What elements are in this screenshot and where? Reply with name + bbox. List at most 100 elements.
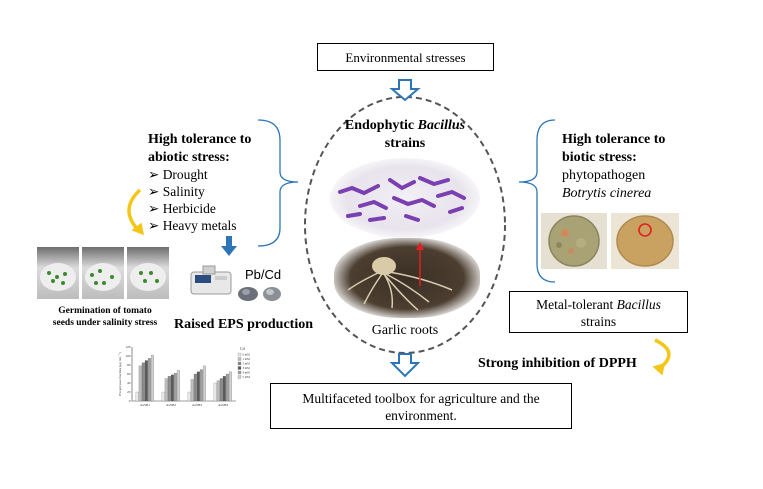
biotic-heading-line1: High tolerance to <box>562 132 666 147</box>
chart-bar <box>161 391 165 402</box>
germination-photo-2 <box>82 247 124 299</box>
center-title-line2: strains <box>384 136 426 151</box>
chart-bar <box>170 374 174 402</box>
chart-legend-swatch <box>237 370 242 375</box>
down-arrow-bottom <box>389 353 421 378</box>
germination-caption-line1: Germination of tomato <box>58 306 152 316</box>
chart-bar <box>173 373 177 402</box>
chart-legend-label: 1 mM <box>243 357 251 361</box>
chart-bar <box>187 391 191 402</box>
center-title: Endophytic Bacillus strains <box>330 117 480 153</box>
chart-bar <box>222 376 226 402</box>
center-dashed-ellipse <box>304 96 506 354</box>
biotic-line-phytopathogen: phytopathogen <box>562 168 646 183</box>
spectrophotometer-image <box>189 262 233 298</box>
environmental-stresses-label: Environmental stresses <box>345 50 466 65</box>
right-brace <box>518 119 556 283</box>
chart-bar <box>202 365 206 402</box>
chart-legend-swatch <box>237 352 242 357</box>
chart-bar <box>176 370 180 402</box>
environmental-stresses-box: Environmental stresses <box>317 43 494 71</box>
chart-ytick-label: 0 <box>129 399 131 403</box>
chart-legend-swatch <box>237 366 242 370</box>
bottom-box-line2: environment. <box>385 408 457 423</box>
chart-bar <box>196 371 200 402</box>
chart-ytick-label: 100 <box>125 354 131 358</box>
chart-ytick-label: 20 <box>127 390 131 394</box>
biotic-line-botrytis: Botrytis cinerea <box>562 185 665 203</box>
chart-legend-swatch <box>237 375 242 379</box>
biotic-heading-line2: biotic stress: <box>562 150 637 165</box>
chart-bar <box>228 371 232 402</box>
abiotic-heading: High tolerance to abiotic stress: <box>148 131 251 167</box>
chart-bar <box>144 360 148 402</box>
garlic-roots-caption: Garlic roots <box>371 323 439 338</box>
chart-bar <box>219 378 223 402</box>
abiotic-item-heavy-metals: Heavy metals <box>148 217 237 234</box>
metal-box-line2: strains <box>580 314 617 329</box>
chart-bar <box>199 369 203 402</box>
metal-box-prefix: Metal-tolerant <box>536 297 617 312</box>
abiotic-heading-line1: High tolerance to <box>148 132 252 147</box>
chart-legend-label: 5 mM <box>243 375 251 379</box>
botrytis-italic: Botrytis cinerea <box>562 186 652 201</box>
germination-photo-3 <box>127 247 169 299</box>
chart-bar <box>167 376 171 402</box>
eps-label: Raised EPS production <box>174 317 313 332</box>
chart-ytick-label: 120 <box>125 345 131 349</box>
chart-bar <box>190 379 194 402</box>
chart-bar <box>225 373 229 402</box>
center-title-italic: Bacillus <box>417 118 466 133</box>
chart-category-label: AaSB3 <box>192 403 202 407</box>
petri-dish-photo-1 <box>541 213 607 269</box>
dpph-label: Strong inhibition of DPPH <box>478 356 637 371</box>
chart-bar <box>147 358 151 402</box>
chart-ytick-label: 40 <box>127 381 131 385</box>
bacillus-micrograph <box>330 158 480 238</box>
metals-label: Pb/Cd <box>245 267 282 282</box>
bottom-box-line1: Multifaceted toolbox for agriculture and… <box>302 391 540 406</box>
chart-bar <box>216 380 220 402</box>
chart-bar <box>141 362 145 402</box>
chart-bar <box>138 365 142 402</box>
down-arrow-top <box>389 79 421 102</box>
chart-category-label: AaSB4 <box>218 403 228 407</box>
blue-down-arrow <box>221 246 237 256</box>
abiotic-heading-line2: abiotic stress: <box>148 150 230 165</box>
abiotic-list: Drought Salinity Herbicide Heavy metals <box>148 166 237 234</box>
chart-legend-label: 0 mM <box>243 353 251 357</box>
chart-legend-label: 4 mM <box>243 371 251 375</box>
chart-ytick-label: 60 <box>127 372 131 376</box>
chart-legend-swatch <box>237 357 242 361</box>
germination-caption: Germination of tomato seeds under salini… <box>30 305 180 329</box>
chart-bar <box>213 382 217 402</box>
biotic-heading: High tolerance to biotic stress: phytopa… <box>562 131 665 203</box>
chart-bar <box>150 355 154 402</box>
center-title-prefix: Endophytic <box>344 118 418 133</box>
multifaceted-toolbox-box: Multifaceted toolbox for agriculture and… <box>270 383 572 429</box>
germination-caption-line2: seeds under salinity stress <box>52 318 158 328</box>
chart-ylabel: Exopolysaccharides (μg mL⁻¹) <box>118 351 122 395</box>
chart-legend-label: 2 mM <box>243 362 251 366</box>
abiotic-item-salinity: Salinity <box>148 183 237 200</box>
metal-tolerant-box: Metal-tolerant Bacillus strains <box>509 291 688 333</box>
inhibition-marker-red-circle <box>638 223 652 237</box>
abiotic-item-herbicide: Herbicide <box>148 200 237 217</box>
germination-photo-1 <box>37 247 79 299</box>
eps-chart-svg: Exopolysaccharides (μg mL⁻¹) 0 20 40 60 80 100… <box>118 345 251 407</box>
chart-bar <box>193 373 197 402</box>
garlic-roots-photo <box>334 238 480 318</box>
chart-ytick-label: 80 <box>127 363 131 367</box>
chart-bar <box>135 391 139 402</box>
chart-legend-swatch <box>237 361 242 366</box>
chart-category-label: AaSB1 <box>140 403 150 407</box>
chart-legend-title: Cd <box>240 346 245 351</box>
chart-legend-label: 3 mM <box>243 366 251 370</box>
metal-samples-image <box>236 283 284 303</box>
eps-bar-chart: Exopolysaccharides (μg mL⁻¹) 0 20 40 60 80 100… <box>118 343 258 411</box>
petri-dish-photo-2 <box>611 213 679 269</box>
chart-category-label: AaSB2 <box>166 403 176 407</box>
abiotic-item-drought: Drought <box>148 166 237 183</box>
metal-box-italic: Bacillus <box>616 297 661 312</box>
